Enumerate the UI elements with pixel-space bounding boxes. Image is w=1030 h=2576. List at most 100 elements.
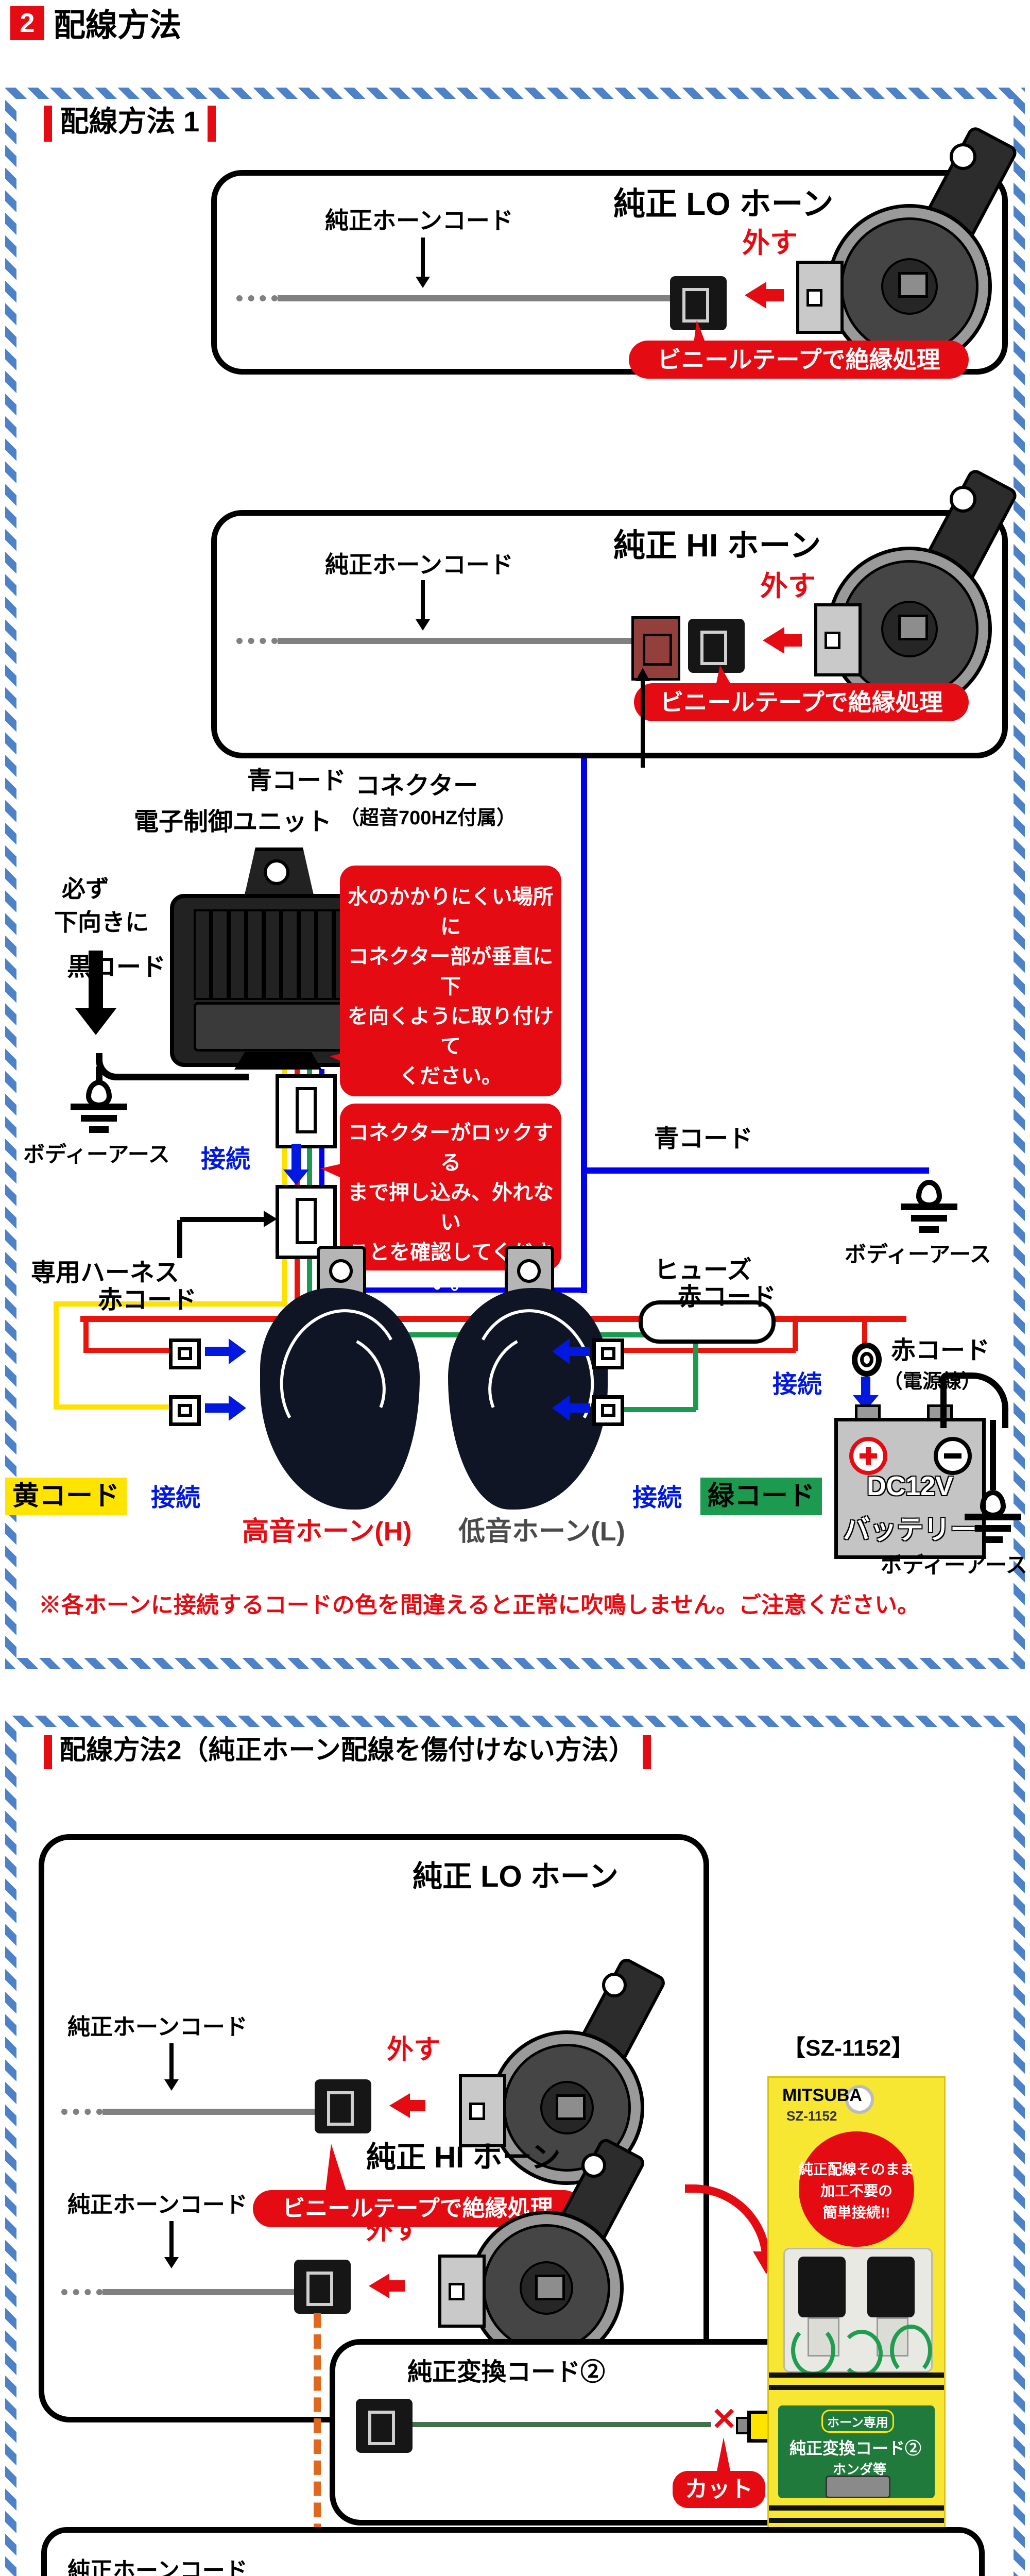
bubble-pointer	[716, 2437, 731, 2473]
connector-label: コネクター	[355, 772, 478, 800]
connect-label: 接続	[151, 1484, 201, 1512]
red-left-arrow-icon	[389, 2093, 410, 2118]
blue-left-arrow-icon	[552, 1338, 570, 1364]
blue-arrow-shaft	[570, 1347, 590, 1356]
big-down-arrow-shaft	[89, 951, 103, 1008]
lo-horn-title: 純正 LO ホーン	[413, 1860, 619, 1893]
lo-horn-code-label: 純正ホーンコード	[325, 207, 513, 234]
horn-side-connector	[814, 603, 862, 676]
horn-code-wire-tail	[61, 2109, 102, 2115]
arrow-shaft	[169, 2221, 174, 2257]
connect-label: 接続	[632, 1484, 682, 1512]
green-code-label: 緑コード	[700, 1478, 822, 1516]
conversion-connector	[356, 2399, 413, 2453]
low-tone-horn	[448, 1236, 609, 1510]
model-number: SZ-1152	[786, 2108, 837, 2124]
battery-voltage: DC12V	[867, 1471, 953, 1501]
arrow-shaft	[421, 238, 425, 277]
blue-arrow-shaft	[570, 1403, 590, 1413]
package-hang-hole	[845, 2085, 874, 2114]
connect-label: 接続	[772, 1371, 822, 1398]
red-arrow-shaft	[410, 2100, 425, 2111]
blue-right-arrow-icon	[229, 1395, 246, 1421]
unit-connector	[276, 1074, 337, 1148]
horn-code-label: 純正ホーンコード	[67, 2558, 248, 2576]
red-left-arrow-icon	[745, 282, 766, 309]
hi-horn-title: 純正 HI ホーン	[366, 2141, 561, 2174]
blue-left-arrow-icon	[552, 1395, 570, 1421]
battery-word: バッテリー	[843, 1515, 977, 1545]
insulate-badge: ビニールテープで絶縁処理	[634, 683, 969, 721]
horn-code-wire	[278, 295, 670, 301]
blue-arrow-shaft	[205, 1403, 229, 1413]
must-downward-label: 必ず	[62, 875, 109, 902]
must-downward-label2: 下向きに	[54, 909, 149, 936]
horn-terminal	[592, 1338, 624, 1369]
method1-section: 配線方法 1 純正 LO ホーン 純正ホーンコード	[5, 88, 1027, 1669]
down-arrow-icon	[416, 619, 430, 631]
harness-label: 専用ハーネス	[31, 1259, 180, 1286]
remove-label: 外す	[760, 571, 816, 602]
blue-wire	[581, 1167, 929, 1174]
title-red-bar	[44, 106, 52, 142]
product-tag: ホーン専用	[821, 2410, 894, 2433]
cut-mark: ✕	[711, 2402, 737, 2436]
product-name: 純正変換コード②	[789, 2439, 922, 2458]
remove-label: 外す	[742, 228, 798, 259]
package-green-band: ホーン専用 純正変換コード② ホンダ等	[778, 2405, 935, 2498]
stock-horns-box: 純正 LO ホーン 純正ホーンコード 外す ビニールテープで絶縁処理 純正 HI…	[39, 1834, 709, 2422]
high-tone-horn	[260, 1236, 420, 1510]
body-earth-label: ボディーアース	[23, 1142, 170, 1166]
horn-side-connector	[459, 2074, 506, 2147]
insulate-badge: ビニールテープで絶縁処理	[629, 341, 969, 379]
green-wire	[413, 2422, 711, 2427]
fuse-graphic	[639, 1300, 776, 1344]
blister-pack	[783, 2248, 933, 2377]
red-arrow-shaft	[784, 634, 802, 647]
high-horn-label: 高音ホーン(H)	[242, 1517, 412, 1547]
battery-minus-icon	[934, 1437, 972, 1475]
ground-icon	[68, 1080, 130, 1138]
ground-icon	[898, 1180, 960, 1238]
body-earth-label: ボディーアース	[845, 1242, 991, 1266]
horn-code-connector	[688, 619, 745, 673]
red-wire	[862, 1319, 867, 1349]
orange-dashed-line	[314, 2313, 321, 2576]
conversion-code-title: 純正変換コード②	[407, 2359, 606, 2386]
package-stripes	[769, 2505, 944, 2530]
yellow-code-label: 黄コード	[5, 1478, 127, 1516]
yellow-wire	[54, 1404, 170, 1410]
remove-label: 外す	[387, 2035, 441, 2065]
fuse-label: ヒューズ	[654, 1257, 752, 1284]
arrow-shaft	[641, 680, 645, 768]
unit-wire-outlet	[234, 1052, 322, 1070]
low-horn-label: 低音ホーン(L)	[458, 1517, 625, 1547]
blue-down-arrow-icon	[283, 1170, 309, 1185]
red-arrow-shaft	[766, 289, 784, 301]
green-wire	[624, 1407, 696, 1412]
hi-horn-title: 純正 HI ホーン	[613, 528, 821, 564]
horn-terminal	[169, 1395, 201, 1426]
down-arrow-icon	[164, 2079, 179, 2091]
hi-horn-box: 純正 HI ホーン 純正ホーンコード 外す ビニールテープで絶縁処理	[211, 467, 1020, 758]
brand-logo: MITSUBA	[782, 2086, 862, 2105]
battery: DC12V バッテリー	[834, 1418, 986, 1559]
placement-note: 水のかかりにくい場所にコネクター部が垂直に下を向くように取り付けてください。	[340, 866, 561, 1096]
battery-plus-icon	[849, 1437, 887, 1475]
blue-wire	[319, 1287, 584, 1293]
ring-terminal-icon	[852, 1343, 882, 1377]
lo-horn-code-label: 純正ホーンコード	[67, 2014, 248, 2040]
black-wire	[96, 1066, 102, 1082]
red-code-label: 赤コード	[98, 1286, 197, 1314]
right-arrow-icon	[264, 1211, 277, 1227]
horn-code-wire-tail	[236, 295, 278, 301]
product-package: MITSUBA SZ-1152 純正配線そのまま 加工不要の 簡単接続!! ホー…	[767, 2076, 946, 2538]
method1-caption: ※各ホーンに接続するコードの色を間違えると正常に吹鳴しません。ご注意ください。	[39, 1592, 920, 1618]
connection-box: 純正ホーンコード 接続 純正変換コード② 青コード	[41, 2527, 985, 2576]
up-arrow-icon	[636, 668, 650, 681]
product-ref-label: 【SZ-1152】	[783, 2036, 914, 2061]
red-wire	[83, 1348, 173, 1353]
product-mini-connector	[826, 2476, 890, 2498]
black-wire	[990, 1420, 996, 1490]
